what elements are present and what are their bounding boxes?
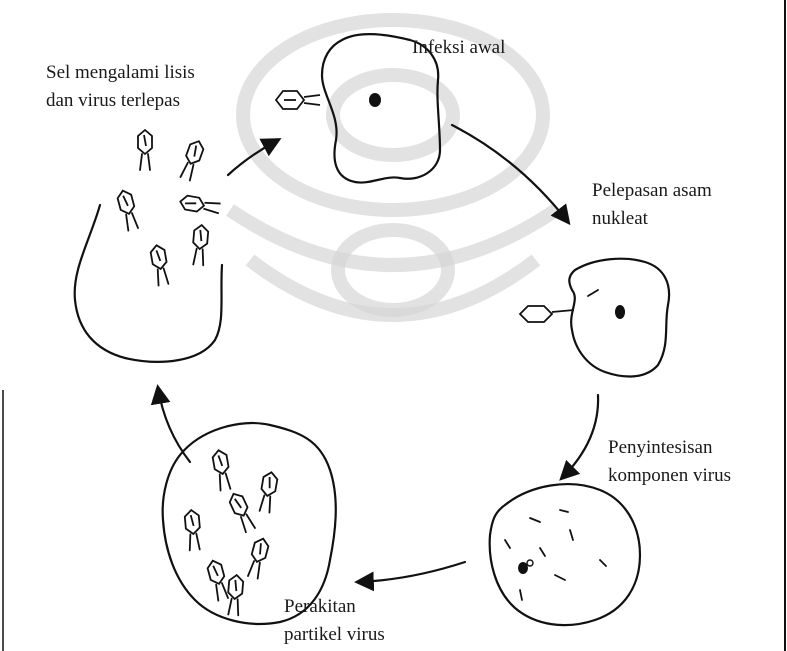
cell-synthesis [490,484,640,625]
label-release-line2: nukleat [592,208,649,229]
label-assembly-line1: Perakitan [284,596,356,617]
label-synthesis-line1: Penyintesisan [608,437,713,458]
label-infection: Infeksi awal [412,37,505,58]
phage-attaching [276,91,320,109]
arrow-release-to-synthesis [562,395,598,478]
watermark-emblem [230,20,556,315]
label-release-line1: Pelepasan asam [592,180,712,201]
cell-lysis [75,130,222,362]
label-lysis-line2: dan virus terlepas [46,90,180,111]
cell-nucleic-acid-release [520,259,669,377]
label-assembly-line2: partikel virus [284,624,385,645]
cell-nucleus [369,93,381,107]
cell-assembly [163,423,336,624]
label-lysis-line1: Sel mengalami lisis [46,62,195,83]
arrow-synthesis-to-assembly [358,562,465,582]
arrow-assembly-to-lysis [158,388,190,462]
label-synthesis-line2: komponen virus [608,465,731,486]
